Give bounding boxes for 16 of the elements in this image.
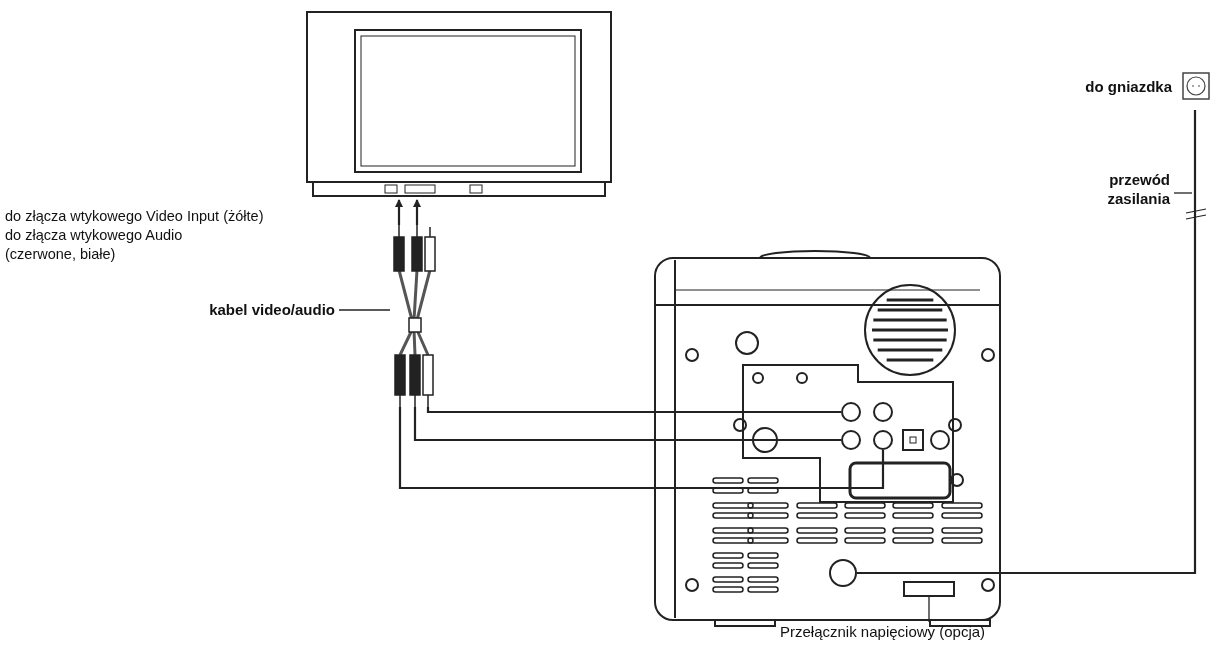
callout-label: przewód zasilania bbox=[1060, 170, 1170, 216]
connection-note: do złącza wtykowego Video Input (żółte) bbox=[5, 207, 265, 226]
leader-line bbox=[338, 309, 391, 311]
leader-line bbox=[1173, 192, 1193, 194]
power-cord bbox=[857, 110, 1197, 575]
arrow bbox=[413, 199, 421, 225]
callout-label: Przełącznik napięciowy (opcja) bbox=[780, 622, 1080, 644]
av-cable bbox=[398, 407, 885, 490]
av-cable bbox=[426, 407, 841, 414]
connection-note: do złącza wtykowego Audio (czerwone, białe) bbox=[5, 226, 184, 264]
av-cable bbox=[413, 407, 841, 442]
callout-label: kabel video/audio bbox=[145, 300, 335, 320]
voltage-switch bbox=[903, 581, 955, 597]
arrow bbox=[395, 199, 403, 225]
leader-line bbox=[928, 596, 930, 623]
callout-label: do gniazdka bbox=[1085, 77, 1172, 95]
